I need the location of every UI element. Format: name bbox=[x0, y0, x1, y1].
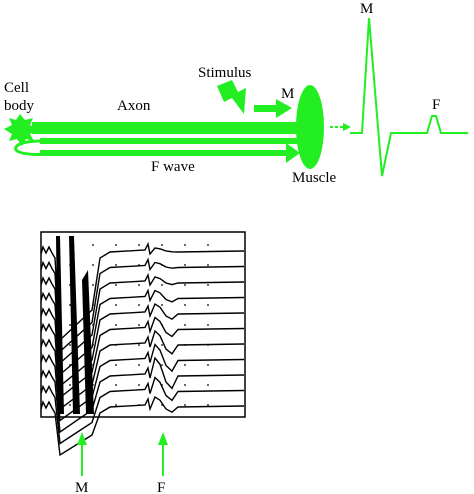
f-wave-trace bbox=[40, 356, 245, 434]
f-wave-trace bbox=[40, 257, 245, 353]
stimulus-bolt-icon bbox=[217, 80, 246, 114]
muscle-to-trace-arrowhead bbox=[343, 123, 351, 131]
cell-body-label-line2: body bbox=[4, 98, 35, 114]
waveform-f-label: F bbox=[432, 97, 440, 113]
grid-dot bbox=[184, 264, 186, 266]
grid-dot bbox=[184, 284, 186, 286]
grid-dot bbox=[207, 384, 209, 386]
grid-dot bbox=[69, 304, 71, 306]
grid-dot bbox=[207, 284, 209, 286]
grid-dot bbox=[207, 364, 209, 366]
muscle-ellipse bbox=[296, 85, 324, 169]
stimulus-label: Stimulus bbox=[198, 65, 252, 81]
m-arrow-head bbox=[276, 99, 292, 118]
grid-dot bbox=[161, 364, 163, 366]
grid-dot bbox=[115, 284, 117, 286]
f-wave-trace bbox=[40, 302, 245, 388]
recording-m-label: M bbox=[75, 480, 88, 494]
recording-f-label: F bbox=[157, 480, 165, 494]
m-arrow-bar bbox=[254, 105, 278, 112]
recording-traces bbox=[40, 236, 245, 457]
grid-dot bbox=[115, 324, 117, 326]
f-wave-trace bbox=[40, 241, 245, 342]
grid-dot bbox=[207, 244, 209, 246]
return-pathway-bar bbox=[40, 138, 302, 144]
grid-dot bbox=[207, 264, 209, 266]
cell-body-label-line1: Cell bbox=[4, 80, 29, 96]
grid-dot bbox=[115, 364, 117, 366]
grid-dot bbox=[138, 344, 140, 346]
f-wave-trace bbox=[40, 288, 245, 376]
muscle-label: Muscle bbox=[292, 170, 337, 186]
axon-bar bbox=[32, 122, 302, 134]
grid-dot bbox=[207, 304, 209, 306]
grid-dot bbox=[184, 364, 186, 366]
f-wave-arrowhead bbox=[286, 143, 300, 163]
f-wave-trace bbox=[40, 329, 245, 411]
grid-dot bbox=[207, 324, 209, 326]
f-wave-trace bbox=[40, 316, 245, 399]
grid-dot bbox=[115, 264, 117, 266]
grid-dot bbox=[184, 384, 186, 386]
axon-label: Axon bbox=[117, 98, 151, 114]
f-wave-trace bbox=[40, 343, 245, 422]
grid-dot bbox=[207, 404, 209, 406]
grid-dot bbox=[115, 384, 117, 386]
grid-dot bbox=[138, 304, 140, 306]
grid-dot bbox=[92, 284, 94, 286]
grid-dot bbox=[184, 304, 186, 306]
grid-dot bbox=[161, 284, 163, 286]
grid-dot bbox=[138, 244, 140, 246]
f-wave-label: F wave bbox=[151, 159, 195, 175]
nerve-muscle-schematic: Cell body Axon Stimulus M F wave Muscle bbox=[4, 65, 351, 186]
grid-dot bbox=[184, 404, 186, 406]
f-wave-bar bbox=[40, 150, 290, 156]
grid-dot bbox=[184, 244, 186, 246]
schematic-m-label: M bbox=[281, 86, 294, 102]
recording-m-arrowhead bbox=[77, 432, 87, 445]
grid-dot bbox=[161, 344, 163, 346]
grid-dot bbox=[138, 364, 140, 366]
f-wave-recording: M F bbox=[40, 231, 246, 494]
grid-dot bbox=[115, 244, 117, 246]
grid-dot bbox=[161, 304, 163, 306]
response-waveform: M F bbox=[350, 1, 468, 177]
f-wave-trace bbox=[40, 395, 245, 457]
grid-dot bbox=[115, 304, 117, 306]
grid-dot bbox=[138, 384, 140, 386]
grid-dot bbox=[69, 324, 71, 326]
grid-dot bbox=[138, 324, 140, 326]
grid-dot bbox=[92, 244, 94, 246]
grid-dot bbox=[161, 244, 163, 246]
grid-dot bbox=[115, 404, 117, 406]
grid-dot bbox=[184, 324, 186, 326]
grid-dot bbox=[92, 264, 94, 266]
f-wave-trace bbox=[40, 272, 245, 365]
recording-f-arrowhead bbox=[158, 432, 168, 445]
grid-dot bbox=[69, 404, 71, 406]
cell-body-star bbox=[4, 114, 38, 146]
f-wave-trace bbox=[40, 376, 245, 445]
grid-dot bbox=[69, 344, 71, 346]
waveform-trace bbox=[350, 17, 468, 177]
grid-dot bbox=[69, 384, 71, 386]
waveform-m-label: M bbox=[360, 1, 373, 17]
grid-dot bbox=[138, 284, 140, 286]
